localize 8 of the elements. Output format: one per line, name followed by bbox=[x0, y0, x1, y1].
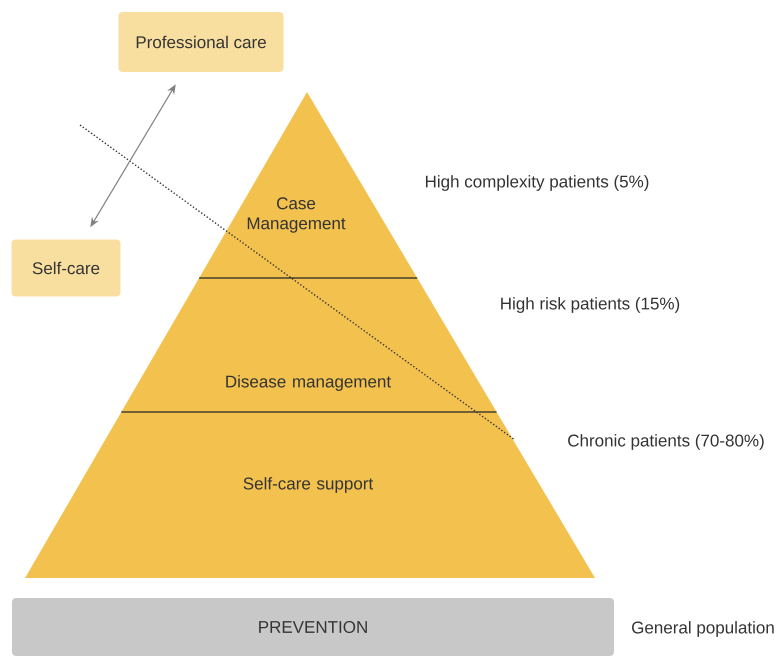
prevention-bar: PREVENTION bbox=[12, 598, 614, 656]
pyramid-tier: Disease management bbox=[121, 278, 497, 412]
group-label: High complexity patients (5%) bbox=[426, 175, 648, 191]
label-box: Professional care bbox=[118, 12, 284, 72]
group-label: High risk patients (15%) bbox=[501, 297, 680, 313]
group-label: General population bbox=[632, 621, 774, 637]
label-box: Self-care bbox=[12, 240, 120, 296]
pyramid-tier: Case Management bbox=[199, 92, 418, 278]
